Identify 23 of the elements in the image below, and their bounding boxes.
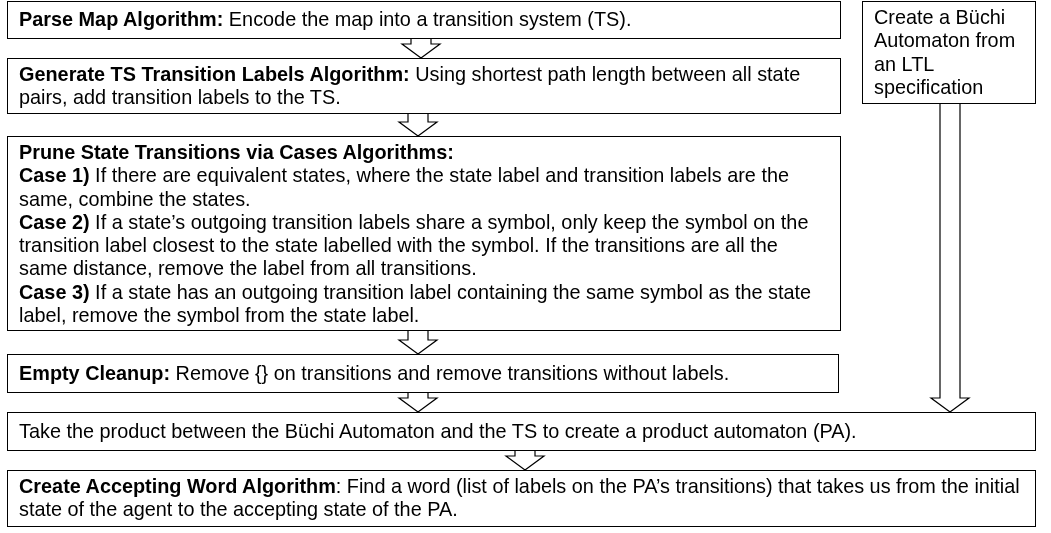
block-arrow	[397, 392, 439, 413]
block-arrow	[400, 38, 442, 59]
block-arrow	[504, 450, 546, 471]
step-text: Create a Büchi Automaton from an LTL specification	[874, 6, 1017, 100]
block-arrow	[929, 103, 971, 413]
step-text: Case 1) If there are equivalent states, where the state label and transition labels are the same, combine the states.	[19, 164, 790, 211]
step-heading: Prune State Transitions via Cases Algorithms:	[19, 141, 455, 165]
step-text: Create Accepting Word Algorithm: Find a word (list of labels on the PA’s transitions) that takes us from the initial state of the agent to the accepting state of the PA.	[19, 475, 1021, 522]
process-box	[7, 1, 841, 39]
process-box	[862, 1, 1036, 104]
step-text: Generate TS Transition Labels Algorithm: Using shortest path length between all state pairs, add transition labels to the TS.	[19, 63, 802, 110]
step-text: Parse Map Algorithm: Encode the map into a transition system (TS).	[19, 8, 633, 32]
process-box	[7, 412, 1036, 451]
process-box	[7, 354, 839, 393]
process-box	[7, 136, 841, 331]
block-arrow	[397, 113, 439, 137]
block-arrow	[397, 330, 439, 355]
step-text: Take the product between the Büchi Automaton and the TS to create a product automaton (PA).	[19, 419, 858, 444]
process-box	[7, 58, 841, 114]
step-text: Case 3) If a state has an outgoing transition label containing the same symbol as the state label, remove the symbol from the state label.	[19, 280, 813, 328]
process-box	[7, 470, 1036, 527]
step-text: Case 2) If a state’s outgoing transition labels share a symbol, only keep the symbol on the transition label closest to the state labelled with the symbol. If the transitions are all the same distance, remove the label from all transitions.	[19, 210, 810, 281]
step-text: Empty Cleanup: Remove {} on transitions and remove transitions without labels.	[19, 361, 731, 386]
